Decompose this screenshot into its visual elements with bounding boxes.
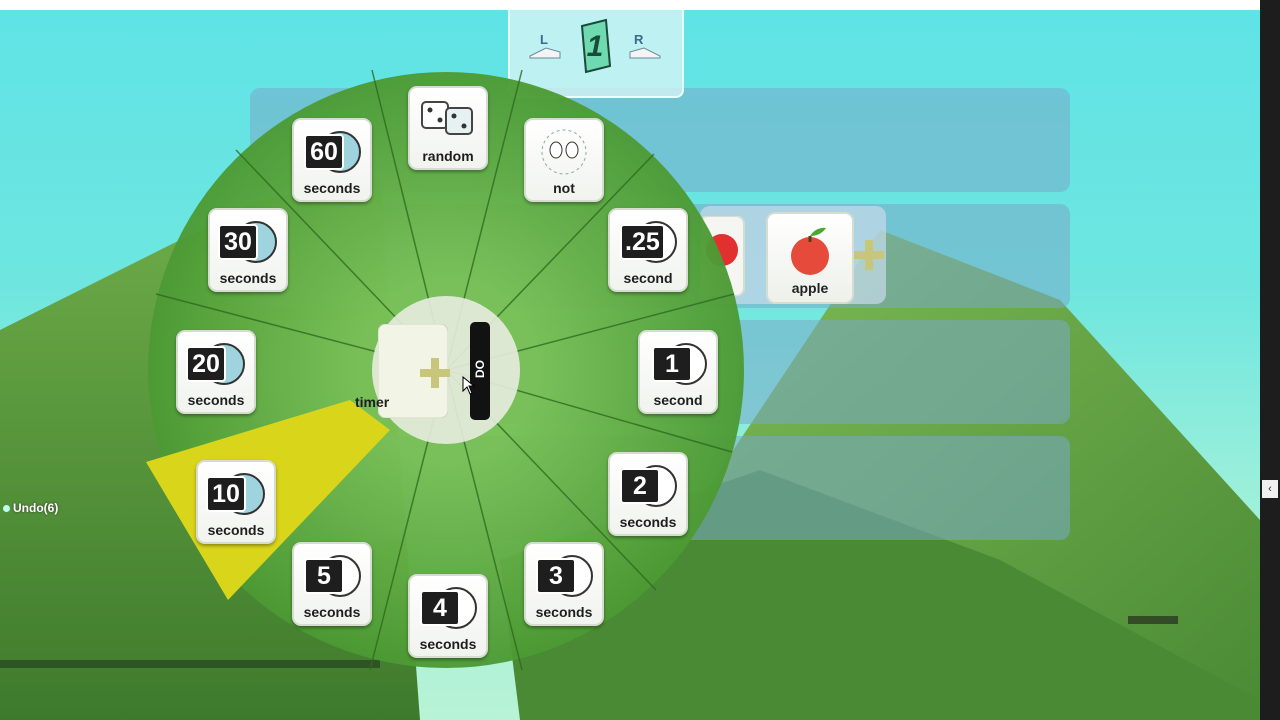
current-page-tab[interactable]: 1 <box>576 18 614 74</box>
undo-icon <box>3 505 10 513</box>
timer-label: timer <box>355 394 390 410</box>
timer-tile-partial[interactable] <box>378 324 448 418</box>
tile-30-seconds[interactable]: 30 seconds <box>208 208 288 292</box>
tile-quarter-second[interactable]: .25 second <box>608 208 688 292</box>
tile-not[interactable]: not <box>524 118 604 202</box>
page-selector: L 1 R <box>508 10 684 98</box>
tile-1-second[interactable]: 1 second <box>638 330 718 414</box>
page-left-button[interactable]: L <box>526 32 562 62</box>
mouse-cursor-icon <box>462 376 476 395</box>
collapse-arrow-icon[interactable]: ‹ <box>1262 480 1278 498</box>
tile-random[interactable]: random <box>408 86 488 170</box>
tile-60-seconds[interactable]: 60 seconds <box>292 118 372 202</box>
tile-3-seconds[interactable]: 3 seconds <box>524 542 604 626</box>
add-plus-icon[interactable] <box>852 238 886 272</box>
tile-10-seconds[interactable]: 10 seconds <box>196 460 276 544</box>
page-right-button[interactable]: R <box>628 32 664 62</box>
undo-button[interactable]: Undo(6) <box>3 501 58 515</box>
center-plus-icon[interactable] <box>418 356 452 390</box>
tile-4-seconds[interactable]: 4 seconds <box>408 574 488 658</box>
side-panel-edge: ‹ <box>1260 0 1280 720</box>
do-divider: DO <box>470 322 490 420</box>
dice-icon <box>421 101 473 135</box>
apple-icon <box>791 227 829 275</box>
apple-label: apple <box>791 280 829 296</box>
not-eyes-icon <box>541 129 587 175</box>
apple-tile[interactable]: apple <box>766 212 854 304</box>
tile-20-seconds[interactable]: 20 seconds <box>176 330 256 414</box>
tile-2-seconds[interactable]: 2 seconds <box>608 452 688 536</box>
window-top-bar <box>0 0 1280 10</box>
tile-5-seconds[interactable]: 5 seconds <box>292 542 372 626</box>
